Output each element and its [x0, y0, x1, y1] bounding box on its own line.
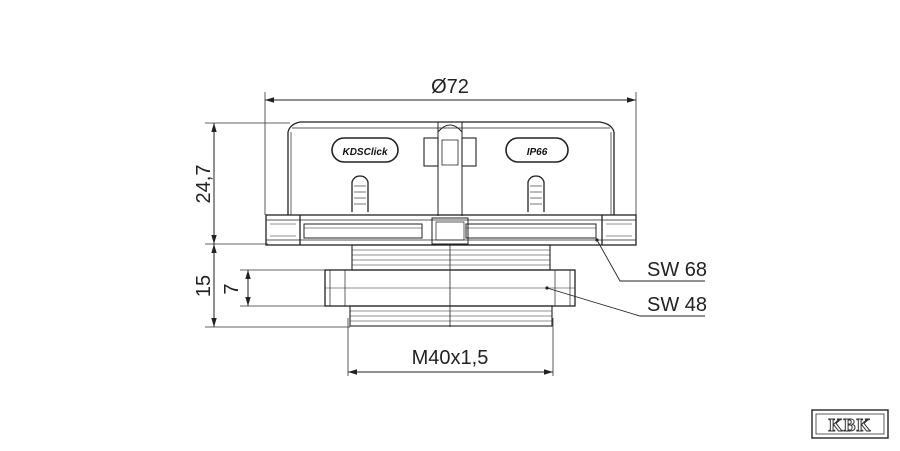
callout-sw68: SW 68: [595, 238, 707, 282]
thread-dimension: M40x1,5: [347, 318, 554, 376]
flange: [265, 214, 637, 246]
post-left: [351, 175, 369, 212]
thread-lower: [349, 305, 553, 327]
rating-badge: IP66: [505, 137, 569, 163]
callout-sw48: SW 48: [545, 286, 707, 317]
height-total-dimension: 24,7: [193, 122, 290, 245]
diameter-label: Ø72: [431, 76, 469, 98]
diameter-dimension: Ø72: [264, 76, 637, 215]
kbk-logo-text: KBK: [828, 415, 871, 435]
brand-label: KDSClick: [342, 147, 387, 158]
height-total-label: 24,7: [193, 165, 215, 204]
height-nut-dimension: 7: [221, 269, 330, 307]
cap-body: [287, 121, 615, 216]
brand-badge: KDSClick: [331, 137, 399, 163]
kbk-logo: KBK: [811, 409, 889, 439]
sw68-label: SW 68: [647, 259, 707, 281]
post-right: [527, 175, 545, 212]
height-thread-dimension: 15: [193, 244, 350, 328]
sw48-label: SW 48: [647, 294, 707, 316]
thread-label: M40x1,5: [412, 347, 489, 369]
thread-upper: [351, 244, 551, 327]
height-nut-label: 7: [221, 283, 243, 294]
rating-label: IP66: [527, 147, 548, 158]
height-thread-label: 15: [193, 275, 215, 297]
